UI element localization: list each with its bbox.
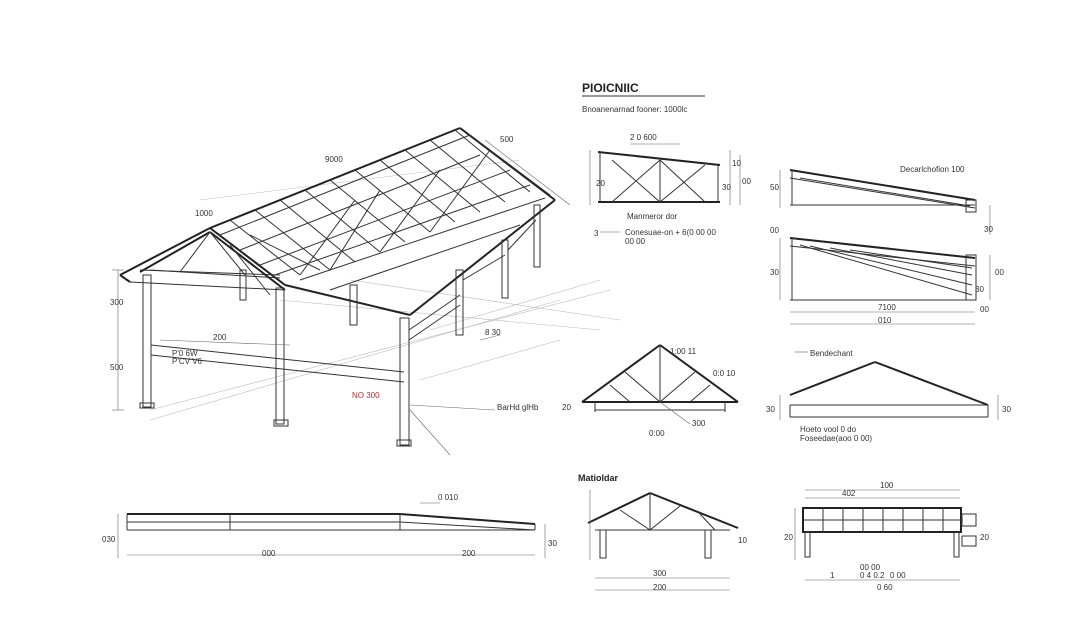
dim-label: 30 bbox=[766, 405, 775, 414]
columns bbox=[139, 204, 541, 447]
note: Foseedae(aoo 0 00) bbox=[800, 434, 872, 443]
eave-beams bbox=[150, 219, 537, 383]
gable-truss bbox=[139, 231, 286, 296]
dim-label: 200 bbox=[213, 333, 227, 342]
dim-label: 8 30 bbox=[485, 328, 501, 337]
dim-label: 00 bbox=[980, 305, 989, 314]
dim-label: 50 bbox=[770, 183, 779, 192]
dim-label: 200 bbox=[462, 549, 476, 558]
dim-label: 0 010 bbox=[438, 493, 459, 502]
dim-label: 00 bbox=[742, 177, 751, 186]
gable-view: Bendechant 30 30 Hoeto vool 0 do Foseeda… bbox=[766, 349, 1011, 443]
dim-label: 500 bbox=[110, 363, 124, 372]
note: 00 00 bbox=[860, 563, 881, 572]
dim-label: 00 bbox=[770, 226, 779, 235]
note: Conesuae-on + 6(0 00 00 bbox=[625, 228, 717, 237]
materials-view: Matioldar 300 200 10 bbox=[578, 473, 747, 592]
sheet-title: PIOICNIIC bbox=[582, 81, 639, 95]
front-section: 100 402 20 20 1 00 00 0 4 0.2 0 00 0 60 bbox=[784, 481, 989, 592]
roof-rafters bbox=[229, 129, 546, 291]
dim-label: 00 bbox=[995, 268, 1004, 277]
dim-label: 30 bbox=[548, 539, 557, 548]
callout-label: BarHd glHb bbox=[497, 403, 539, 412]
main-isometric-view: 1000 9000 500 300 500 200 8 30 P'0 6W P'… bbox=[110, 127, 621, 456]
truss-elevation: 2 0 600 20 10 30 00 Manmeror dor 3 Cones… bbox=[589, 133, 751, 246]
dim-label: 100 bbox=[880, 481, 894, 490]
sheet-subtitle: Bnoanenarnad fooner: 1000lc bbox=[582, 105, 687, 114]
dim-label: 0:00 bbox=[649, 429, 665, 438]
dim-label: 000 bbox=[262, 549, 276, 558]
note: 00 00 bbox=[625, 237, 646, 246]
dim-label: 1:00 11 bbox=[670, 347, 697, 356]
left-mark: 3 bbox=[594, 229, 599, 238]
note-line: P'0 6W bbox=[172, 349, 198, 358]
note: 0 4 0.2 bbox=[860, 571, 885, 580]
dim-label: 20 bbox=[980, 533, 989, 542]
dim-label: 20 bbox=[562, 403, 571, 412]
dim-label: 9000 bbox=[325, 155, 343, 164]
width-label: 7100 bbox=[878, 303, 896, 312]
side-view-1: Decarlchofion 100 50 00 30 bbox=[770, 165, 993, 235]
construction-lines bbox=[149, 159, 621, 421]
main-dimensions: 1000 9000 500 300 500 200 8 30 P'0 6W P'… bbox=[110, 135, 571, 456]
dim-label: 30 bbox=[1002, 405, 1011, 414]
truss-small: 1:00 11 0:0 10 20 0:00 300 bbox=[562, 344, 739, 438]
dim-label: 200 bbox=[653, 583, 667, 592]
note: P'0 6W P'CV V6 bbox=[172, 349, 203, 366]
dim-label: 300 bbox=[692, 419, 706, 428]
dim-label: 402 bbox=[842, 489, 856, 498]
dim-label: 30 bbox=[722, 183, 731, 192]
view-label: Decarlchofion 100 bbox=[900, 165, 965, 174]
note: 1 bbox=[830, 571, 835, 580]
dim-label: 10 bbox=[732, 159, 741, 168]
dim-label: 20 bbox=[784, 533, 793, 542]
note-line: P'CV V6 bbox=[172, 357, 203, 366]
width-label: 010 bbox=[878, 316, 892, 325]
dim-label: 500 bbox=[500, 135, 514, 144]
note: Manmeror dor bbox=[627, 212, 678, 221]
dim-label: 30 bbox=[975, 285, 984, 294]
view-label: Bendechant bbox=[810, 349, 853, 358]
dim-label: 30 bbox=[770, 268, 779, 277]
note: 0 00 bbox=[890, 571, 906, 580]
dim-label: 0:0 10 bbox=[713, 369, 736, 378]
dim-label: 300 bbox=[110, 298, 124, 307]
dim-label: 1000 bbox=[195, 209, 213, 218]
note: 0 60 bbox=[877, 583, 893, 592]
dim-label: 30 bbox=[984, 225, 993, 234]
dim-label: 2 0 600 bbox=[630, 133, 657, 142]
side-view-2: 30 00 30 00 7100 010 bbox=[770, 237, 1004, 325]
red-note: NO 300 bbox=[352, 391, 380, 400]
title-block: PIOICNIIC Bnoanenarnad fooner: 1000lc bbox=[582, 81, 705, 114]
dim-label: 10 bbox=[738, 536, 747, 545]
note: Hoeto vool 0 do bbox=[800, 425, 857, 434]
dim-label: 030 bbox=[102, 535, 116, 544]
dim-label: 300 bbox=[653, 569, 667, 578]
view-label: Matioldar bbox=[578, 473, 619, 483]
dim-label: 20 bbox=[596, 179, 605, 188]
long-section: 0 010 030 000 200 30 bbox=[102, 493, 557, 558]
